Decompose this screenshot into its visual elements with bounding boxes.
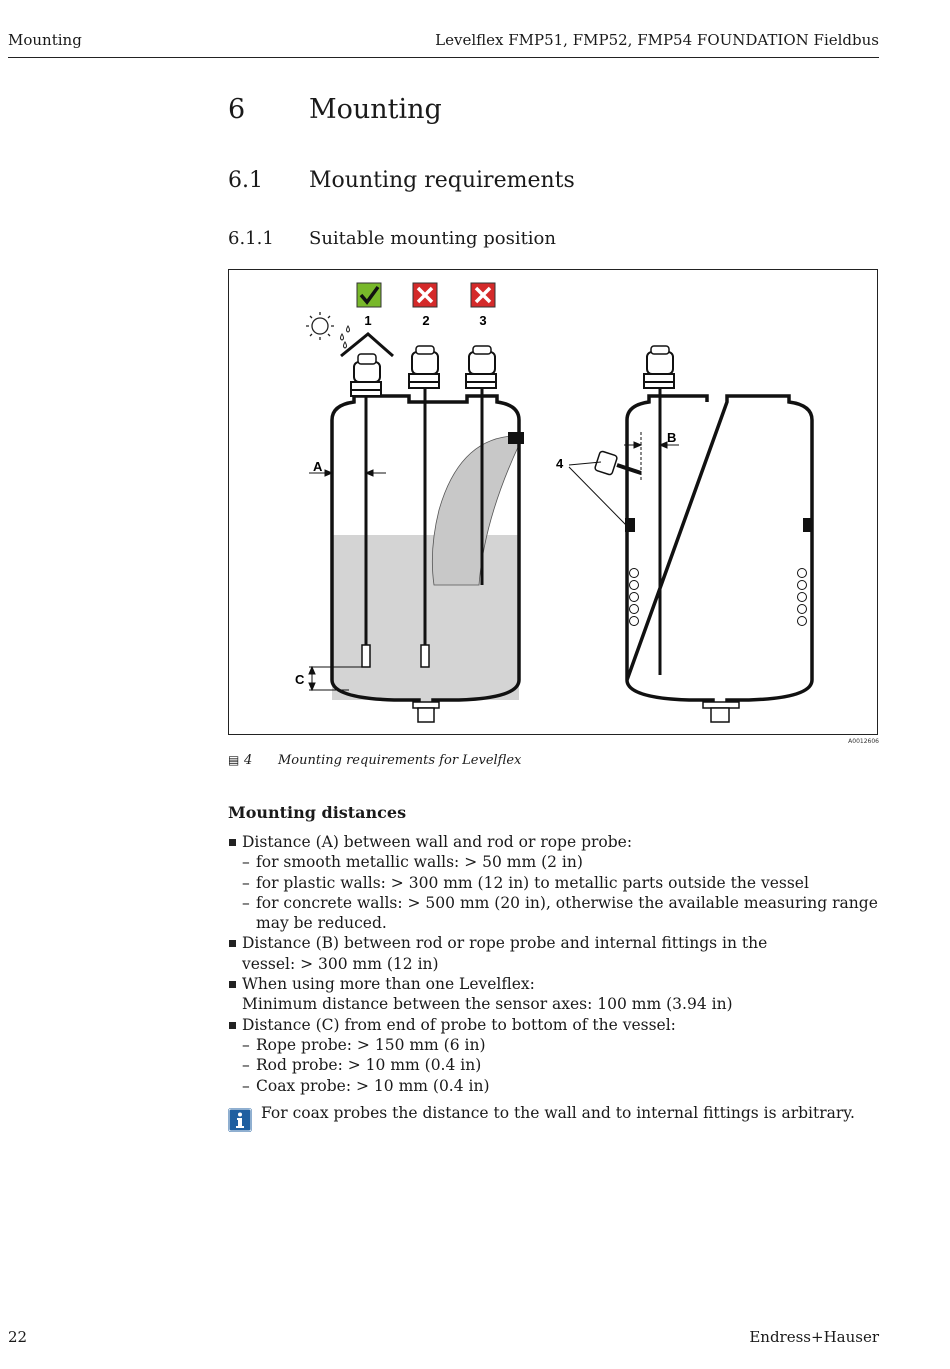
caption-number: 4 <box>244 753 253 768</box>
label-4: 4 <box>556 456 564 471</box>
figure-id: A0012606 <box>848 738 879 745</box>
figure-caption: ▤ 4 Mounting requirements for Levelflex <box>228 753 521 768</box>
check-icon <box>356 282 382 308</box>
section-heading: 6.1 Mounting requirements <box>228 168 575 193</box>
footer-brand: Endress+Hauser <box>749 1328 879 1346</box>
list-item: Distance (C) from end of probe to bottom… <box>228 1015 888 1035</box>
header-section: Mounting <box>8 31 82 49</box>
cross-icon <box>412 282 438 308</box>
mounting-figure: 1 2 3 <box>228 269 878 735</box>
list-subitem: Rod probe: > 10 mm (0.4 in) <box>228 1055 888 1076</box>
mounting-diagram: 1 2 3 <box>295 282 814 723</box>
probe-1 <box>350 353 382 668</box>
list-subitem: Rope probe: > 150 mm (6 in) <box>228 1035 888 1056</box>
label-b: B <box>667 430 676 445</box>
info-icon <box>228 1108 252 1132</box>
callout-4-leaders <box>568 461 627 526</box>
mounting-distances-title: Mounting distances <box>228 803 407 822</box>
mounting-distances-list: Distance (A) between wall and rod or rop… <box>228 832 888 1096</box>
caption-text: Mounting requirements for Levelflex <box>278 753 522 768</box>
fill-stream <box>431 435 520 586</box>
section-title: Mounting requirements <box>309 168 575 193</box>
dimension-c <box>308 665 362 692</box>
subsection-heading: 6.1.1 Suitable mounting position <box>228 228 556 249</box>
probe-3 <box>465 345 497 585</box>
list-item-continuation: Minimum distance between the sensor axes… <box>242 995 733 1014</box>
vessel-left <box>330 394 524 723</box>
weather-roof <box>340 332 394 358</box>
info-note-text: For coax probes the distance to the wall… <box>261 1104 855 1122</box>
info-note: For coax probes the distance to the wall… <box>228 1104 855 1132</box>
vessel-right <box>594 394 814 723</box>
header-product: Levelflex FMP51, FMP52, FMP54 FOUNDATION… <box>435 31 879 49</box>
list-subitem: Coax probe: > 10 mm (0.4 in) <box>228 1076 888 1097</box>
chapter-heading: 6 Mounting <box>228 94 442 125</box>
label-a: A <box>313 459 323 474</box>
probe-2 <box>408 345 440 668</box>
list-item: Distance (B) between rod or rope probe a… <box>228 933 802 974</box>
figure-icon: ▤ <box>228 753 240 767</box>
position-label-1: 1 <box>364 313 371 328</box>
chapter-number: 6 <box>228 94 246 125</box>
list-subitem: for smooth metallic walls: > 50 mm (2 in… <box>228 852 888 873</box>
header-divider <box>8 57 879 58</box>
label-c: C <box>295 672 305 687</box>
rain-icon <box>340 325 350 349</box>
list-item: When using more than one Levelflex: <box>228 974 888 994</box>
position-label-2: 2 <box>422 313 429 328</box>
cross-icon <box>470 282 496 308</box>
list-subitem: for plastic walls: > 300 mm (12 in) to m… <box>228 873 888 894</box>
section-number: 6.1 <box>228 168 263 193</box>
dimension-b <box>624 432 679 480</box>
list-item: Distance (A) between wall and rod or rop… <box>228 832 888 852</box>
sun-icon <box>306 312 334 340</box>
probe-right <box>643 345 675 675</box>
dimension-a <box>309 469 386 477</box>
list-subitem: for concrete walls: > 500 mm (20 in), ot… <box>228 893 888 934</box>
subsection-number: 6.1.1 <box>228 228 274 249</box>
subsection-title: Suitable mounting position <box>309 228 556 249</box>
position-label-3: 3 <box>479 313 486 328</box>
chapter-title: Mounting <box>309 94 442 125</box>
page-number: 22 <box>8 1328 28 1346</box>
